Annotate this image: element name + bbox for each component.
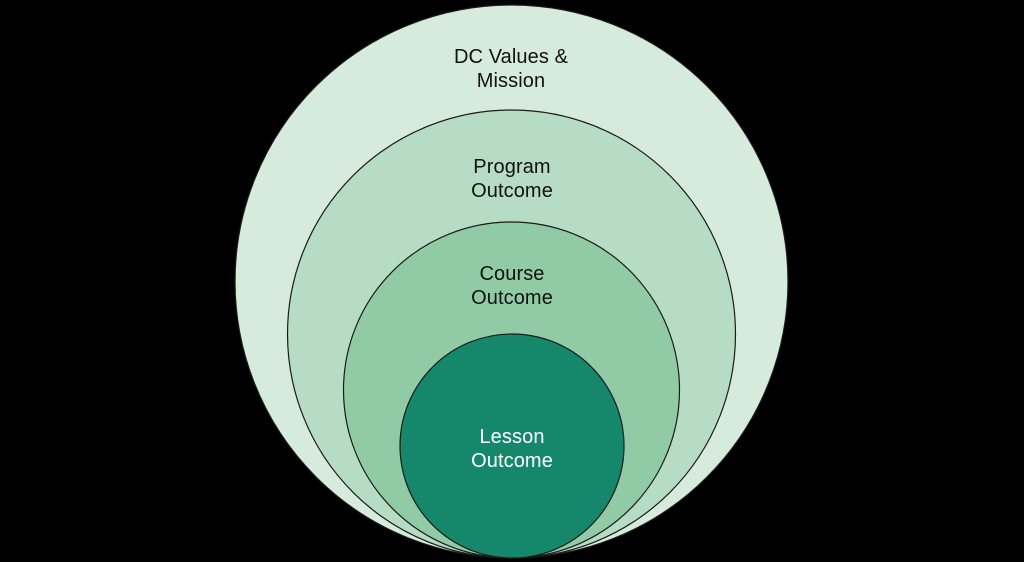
circle-lesson-outcome	[399, 333, 625, 559]
label-lesson-outcome: Lesson Outcome	[471, 425, 553, 473]
label-line: Outcome	[471, 450, 553, 472]
label-line: Outcome	[471, 287, 553, 309]
label-line: Lesson	[479, 426, 545, 448]
label-line: Course	[479, 263, 545, 285]
label-line: Outcome	[471, 180, 553, 202]
label-dc-values-mission: DC Values & Mission	[454, 45, 568, 93]
label-line: DC Values &	[453, 46, 569, 68]
label-line: Program	[473, 156, 551, 178]
label-course-outcome: Course Outcome	[471, 262, 553, 310]
label-line: Mission	[476, 70, 546, 92]
label-program-outcome: Program Outcome	[471, 155, 553, 203]
